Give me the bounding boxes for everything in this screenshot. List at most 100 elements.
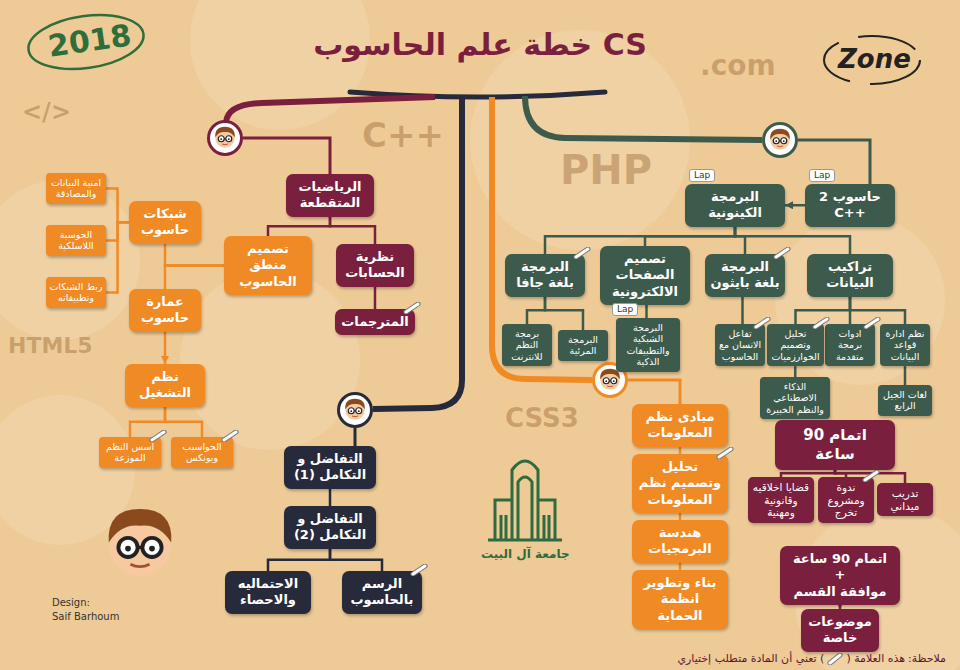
connector — [527, 297, 545, 325]
avatar-face — [770, 129, 790, 150]
course-box: نظم ادارة قواعد البيانات — [880, 324, 930, 366]
course-box: البرمجة بلغة بايثون — [705, 254, 785, 297]
course-name: شبكات حاسوب — [134, 206, 196, 239]
course-name: البرمجة بلغة جافا — [510, 259, 580, 292]
course-name: الاحتماليه والاحصاء — [230, 576, 306, 609]
course-box: نظم التشغيل — [125, 364, 205, 407]
elective-mark-edge — [776, 249, 788, 257]
course-box: هندسة البرمجيات — [632, 520, 728, 563]
connector — [330, 549, 382, 572]
course-box: تصميم الصفحات الالكترونية — [600, 246, 690, 305]
course-name: حاسوب 2 C++ — [810, 189, 890, 222]
avatar — [207, 120, 243, 156]
diagram-title: خطة علم الحاسوب CS — [260, 30, 700, 60]
connector — [645, 305, 648, 318]
course-name: الرياضيات المتقطعة — [291, 179, 369, 212]
brand-logo: Zone — [838, 46, 911, 72]
watermark: HTML5 — [8, 335, 93, 357]
course-name: المترجمات — [340, 314, 410, 330]
lab-tag: Lap — [809, 169, 835, 182]
course-box: عمارة حاسوب — [129, 289, 201, 332]
course-name: الرسم بالحاسوب — [347, 576, 417, 609]
avatar-ring — [210, 123, 240, 153]
elective-mark — [410, 564, 428, 576]
course-box: الاحتماليه والاحصاء — [225, 571, 311, 614]
elective-mark-fill — [756, 319, 768, 327]
logo-columns — [501, 515, 549, 540]
bg-circle — [0, 180, 140, 340]
elective-mark-edge — [719, 449, 731, 457]
connector — [329, 489, 332, 507]
elective-mark-fill — [152, 432, 164, 440]
connector — [165, 265, 224, 289]
course-name: قضايا اخلاقيه وقانونية ومهنية — [751, 481, 811, 519]
connector — [735, 227, 850, 255]
course-box: البرمجة الكينونية — [685, 184, 785, 227]
connector — [781, 470, 835, 478]
avatar-ring — [340, 395, 370, 425]
course-name: برمجة النظم للانترنت — [505, 328, 549, 362]
course-name: تحليل وتصميم نظم المعلومات — [637, 459, 723, 508]
elective-mark — [773, 247, 791, 259]
course-box: الرسم بالحاسوب — [342, 571, 422, 614]
course-box: ربط الشبكات وتطبيقاته — [46, 277, 106, 308]
connector — [679, 447, 682, 455]
course-name: البرمجة المرئية — [561, 334, 605, 357]
elective-mark — [716, 447, 734, 459]
logo-swoosh — [824, 36, 920, 84]
elective-mark — [753, 317, 771, 329]
connector — [794, 366, 797, 377]
course-box: الحواسيب ويونكس — [171, 437, 233, 468]
course-name: نظرية الحسابات — [341, 249, 409, 282]
course-name: نظم ادارة قواعد البيانات — [883, 328, 927, 362]
avatar-face — [600, 369, 620, 390]
connector — [835, 470, 846, 478]
course-box: تدريب ميداني — [877, 483, 933, 516]
connector — [165, 407, 202, 438]
course-box: موضوعات خاصة — [801, 609, 879, 652]
course-name: تفاعل الانسان مع الحاسوب — [718, 328, 762, 362]
avatar — [337, 392, 373, 428]
watermark: CSS3 — [505, 405, 579, 431]
course-name: البرمجة الكينونية — [690, 189, 780, 222]
lab-tag: Lap — [689, 169, 715, 182]
course-box: تحليل وتصميم نظم المعلومات — [632, 454, 728, 513]
course-name: تصميم الصفحات الالكترونية — [605, 251, 685, 300]
logo-tower — [512, 461, 538, 540]
course-name: اتمام 90 ساعة — [785, 551, 895, 567]
course-box: ندوة ومشروع تخرج — [818, 477, 874, 523]
elective-mark — [862, 470, 880, 482]
elective-mark-edge — [865, 472, 877, 480]
course-name: لغات الجيل الرابع — [881, 389, 929, 412]
elective-mark — [863, 317, 881, 329]
course-name: التفاضل و التكامل (1) — [289, 451, 371, 484]
elective-mark-fill — [576, 249, 588, 257]
avatar-ring — [765, 125, 795, 155]
elective-mark-fill — [776, 249, 788, 257]
course-name: نظم التشغيل — [130, 369, 200, 402]
elective-mark — [827, 653, 843, 665]
elective-mark-fill — [719, 449, 731, 457]
elective-mark-fill — [815, 319, 827, 327]
watermark: PHP — [560, 150, 652, 190]
elective-mark-edge — [224, 432, 236, 440]
watermark: .com — [700, 52, 776, 80]
connector — [735, 227, 745, 255]
watermark: </> — [22, 100, 71, 124]
course-box: المترجمات — [335, 309, 415, 335]
course-box: بناء وتطوير انظمة الحماية — [632, 570, 728, 629]
course-name: الحواسيب ويونكس — [174, 441, 230, 464]
bg-circle — [180, 270, 360, 450]
university-logo — [488, 461, 562, 540]
course-box: الحوسبة اللاسلكية — [46, 225, 106, 256]
course-name: تحليل وتصميم الخوارزميات — [770, 328, 821, 362]
logo-base — [488, 539, 562, 542]
course-name: الحوسبة اللاسلكية — [49, 229, 103, 252]
elective-mark — [221, 430, 239, 442]
course-box: اتمام 90 ساعة+موافقة القسم — [780, 546, 900, 605]
logo-wing — [495, 500, 555, 540]
course-name: ربط الشبكات وتطبيقاته — [49, 281, 103, 304]
course-name: التفاضل و التكامل (2) — [289, 511, 371, 544]
course-box: تراكيب البيانات — [807, 254, 893, 297]
